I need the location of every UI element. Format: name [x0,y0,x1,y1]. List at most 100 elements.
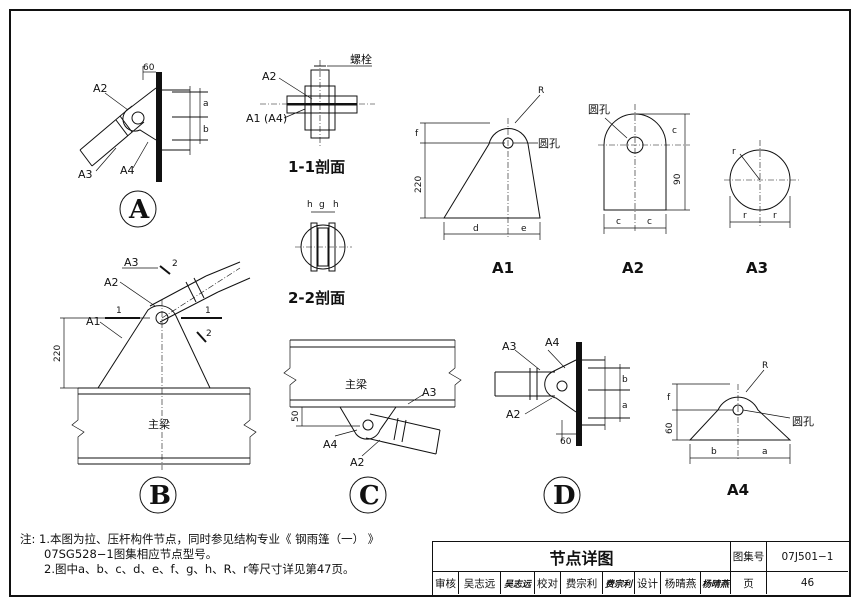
label-main-beam-b: 主梁 [148,417,170,431]
dim-b-label: b [203,125,209,135]
ear-plate-c [339,406,397,440]
sheet-border [9,9,851,597]
checker-name: 费宗利 [561,572,603,594]
label-a4-d: A4 [545,336,560,349]
label-hole-a1: 圆孔 [538,137,560,150]
dim-c-a2-r: c [647,217,652,227]
checker-signature: 费宗利 [603,572,635,594]
detail-b: 主梁 220 1 1 2 2 A3 A2 A1 B [53,256,257,514]
label-hole-a2: 圆孔 [588,103,610,116]
notes-line-2: 07SG528−1图集相应节点型号。 [44,547,218,561]
dim-60-a: 60 [143,63,155,73]
rod-d [495,371,555,397]
plate-a1: R 圆孔 f 220 d e A1 [414,86,560,277]
detail-d: b a 60 A3 A4 A2 D [494,336,630,514]
label-a2-a: A2 [93,82,108,95]
dim-r-a3-r: r [773,211,777,221]
dim-g: g [319,200,325,210]
plate-a4: R 圆孔 f 60 b a A4 [665,361,814,499]
label-a4-c: A4 [323,438,338,451]
section-2-2: h g h 2-2剖面 [288,200,352,307]
detail-d-marker [543,476,581,514]
title-block: 节点详图 图集号 07J501−1 审核 吴志远 吴志远 校对 费宗利 费宗利 … [432,541,850,596]
label-a1a4: A1 (A4) [246,112,287,125]
label-hole-a4: 圆孔 [792,415,814,428]
plate-a2-title: A2 [622,259,644,277]
embed-plate [156,72,162,182]
dim-h-2: h [333,200,339,210]
dim-f-a4: f [667,393,671,403]
dim-50-c: 50 [291,410,301,422]
page-number: 46 [800,577,815,589]
label-section2-b: 2 [206,329,212,339]
ear-plate-b [97,305,211,389]
review-label: 审核 [433,572,459,594]
label-section2-t: 2 [172,259,178,269]
rod-a [79,105,145,167]
dim-220-b: 220 [53,345,63,362]
detail-b-title: B [149,481,171,511]
dim-e-a1: e [521,224,527,234]
detail-c-marker [349,476,387,514]
drawing-title: 节点详图 [433,542,731,572]
dim-a-a4: a [762,447,768,457]
label-a4-a: A4 [120,164,135,177]
drawing-notes: 注: 1.本图为拉、压杆构件节点，同时参见结构专业《 钢雨篷（一） 》 07SG… [20,532,379,577]
detail-b-marker [139,476,177,514]
detail-d-title: D [553,481,576,511]
dim-r-a3-l: r [743,211,747,221]
design-label: 设计 [635,572,661,594]
rod-c [365,413,441,455]
detail-a-marker [119,190,157,228]
plate-a2: 圆孔 c 90 c c A2 [588,103,690,277]
dim-a-label: a [203,99,209,109]
label-section1-l: 1 [116,306,122,316]
dim-c-a2-top: c [672,126,677,136]
label-main-beam-c: 主梁 [345,377,367,391]
label-a2-b: A2 [104,276,119,289]
atlas-number: 07J501−1 [767,542,848,572]
section-1-1: 螺栓 A2 A1 (A4) 1-1剖面 [246,52,375,176]
plate-a1-title: A1 [492,259,514,277]
dim-r-a4: R [762,361,768,371]
label-a3-d: A3 [502,340,517,353]
dim-d-a1: d [473,224,479,234]
pin-hole [131,111,145,125]
dim-220-a1: 220 [414,176,424,193]
label-a3-a: A3 [78,168,93,181]
dim-r-a1: R [538,86,544,96]
label-a2-s11: A2 [262,70,277,83]
atlas-number-label: 图集号 [731,542,767,572]
dim-b-a4: b [711,447,717,457]
label-section1-r: 1 [205,306,211,316]
dim-60-a4: 60 [665,422,675,434]
dim-c-a2-l: c [616,217,621,227]
page-label: 页 [731,572,767,594]
dim-a-d: a [622,401,628,411]
designer-name: 杨晴燕 [661,572,701,594]
label-bolt: 螺栓 [350,52,372,66]
detail-c: 主梁 50 A4 A2 A3 C [283,339,462,514]
reviewer-signature: 吴志远 [501,572,535,594]
label-a3-b: A3 [124,256,139,269]
plate-a3: r r r A3 [724,140,800,277]
label-a1-b: A1 [86,315,101,328]
section-2-2-title: 2-2剖面 [288,289,345,307]
plate-a3-title: A3 [746,259,768,277]
reviewer-name: 吴志远 [459,572,501,594]
dim-f-a1: f [415,129,419,139]
label-a2-c: A2 [350,456,365,469]
notes-line-1: 1.本图为拉、压杆构件节点，同时参见结构专业《 钢雨篷（一） 》 [39,532,380,546]
dim-60-d: 60 [560,437,572,447]
notes-line-3: 2.图中a、b、c、d、e、f、g、h、R、r等尺寸详见第47页。 [44,562,355,576]
label-a3-c: A3 [422,386,437,399]
dim-r-a3-small: r [732,147,736,157]
notes-prefix: 注: [20,532,36,546]
label-a2-d: A2 [506,408,521,421]
dim-90-a2: 90 [673,173,683,185]
section-1-1-title: 1-1剖面 [288,158,345,176]
designer-signature: 杨晴燕 [701,572,731,594]
detail-a: a b 60 A2 A3 A4 A [78,63,209,228]
plate-a4-title: A4 [727,481,749,499]
